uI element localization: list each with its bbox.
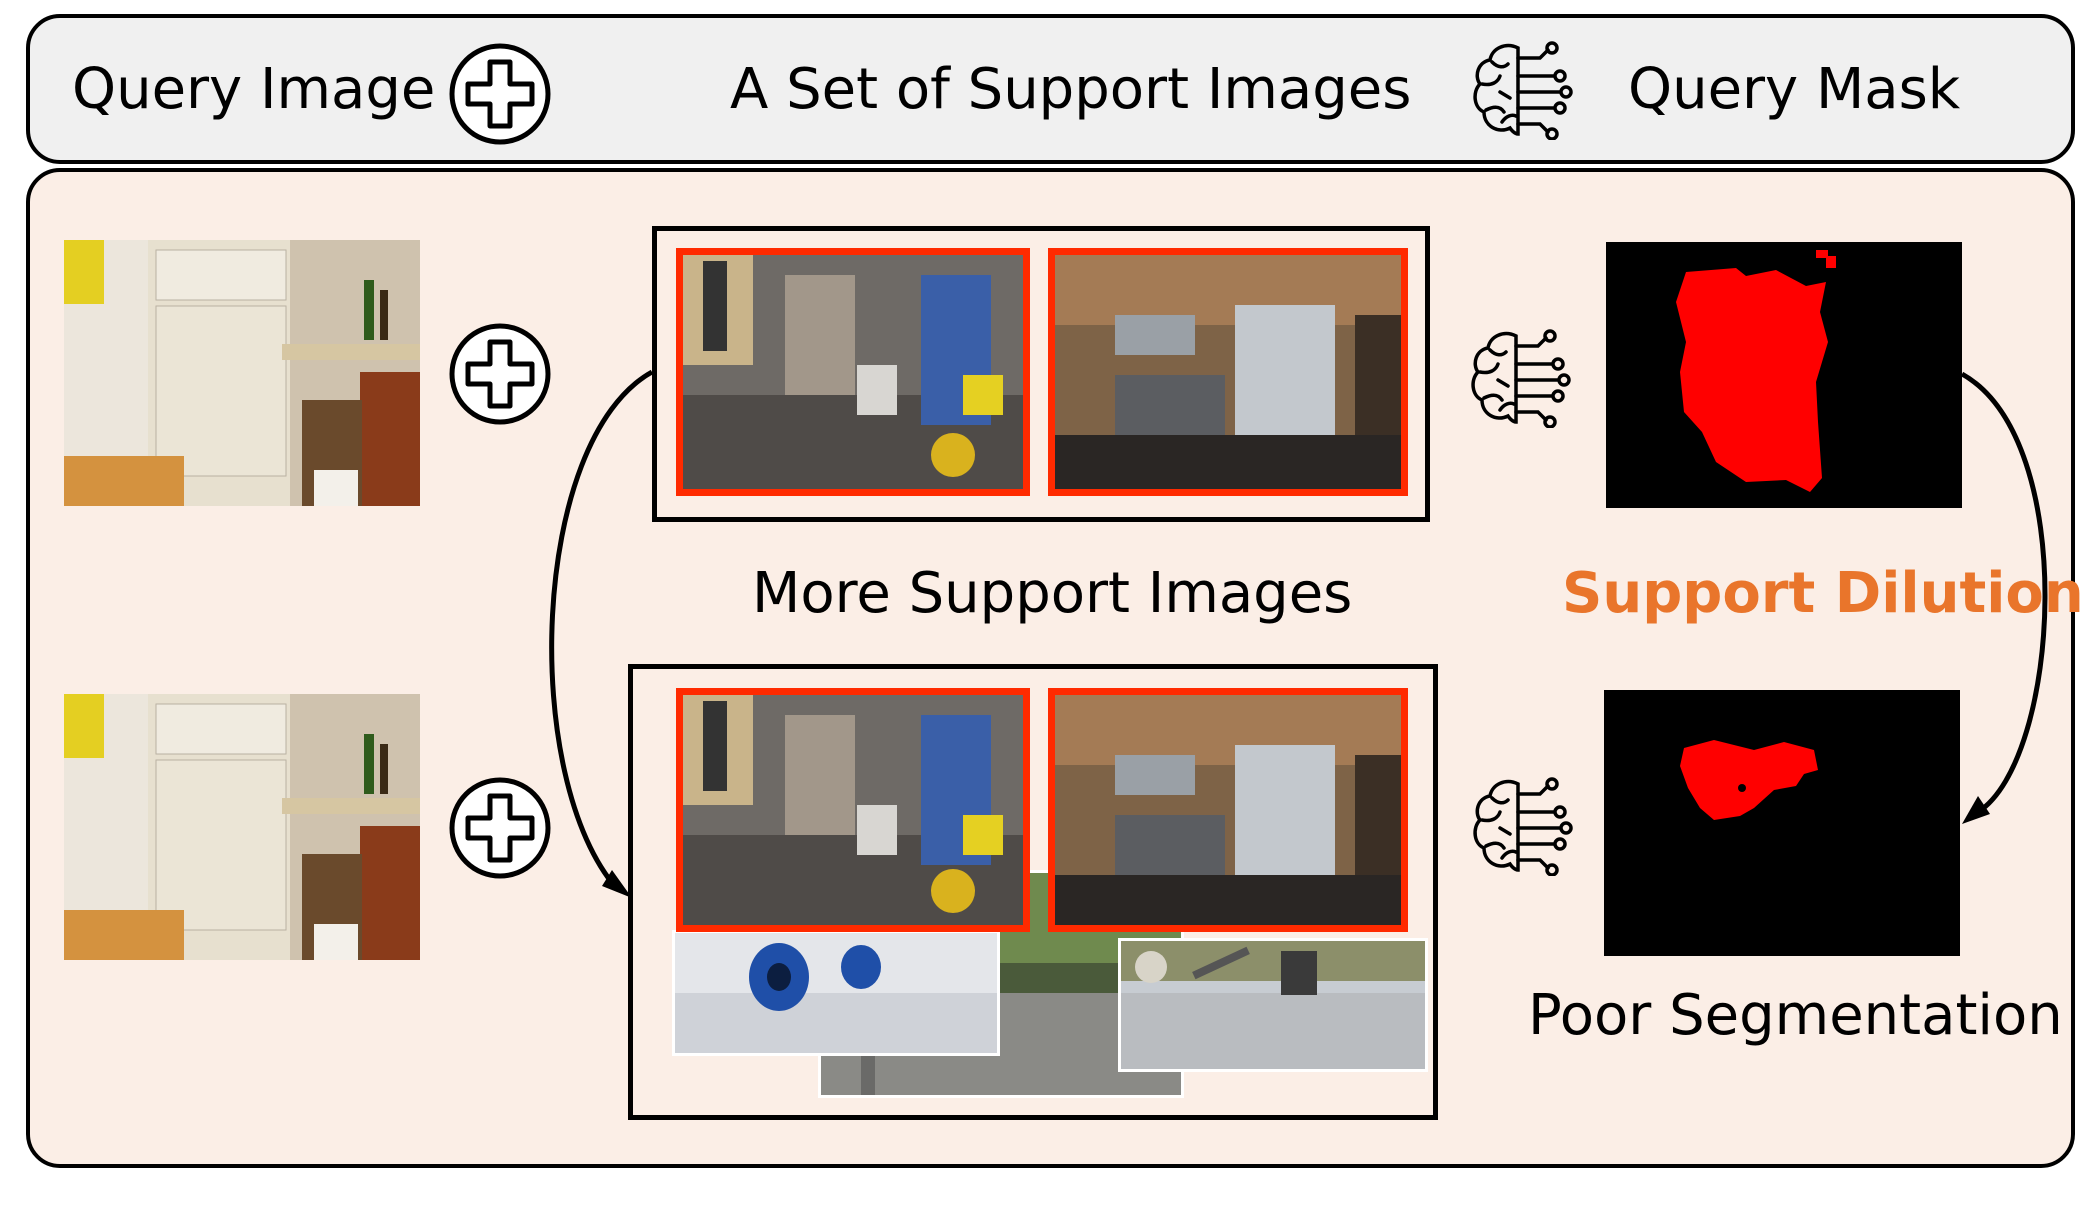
- pipeline-header: [26, 14, 2075, 164]
- support-image-extra: [672, 930, 1000, 1056]
- brain-circuit-icon: [1470, 776, 1580, 876]
- support-image-highlighted: [676, 248, 1030, 496]
- plus-circle-icon: [448, 42, 552, 146]
- query-image-photo: [64, 694, 420, 960]
- query-image-label: Query Image: [72, 57, 436, 122]
- support-image-highlighted: [1048, 688, 1408, 932]
- support-set-label: A Set of Support Images: [730, 57, 1412, 122]
- support-image-highlighted: [676, 688, 1030, 932]
- plus-circle-icon: [448, 322, 552, 426]
- query-mask-label: Query Mask: [1628, 57, 1961, 122]
- query-mask-poor: [1604, 690, 1960, 956]
- query-mask-good: [1606, 242, 1962, 508]
- query-image-photo: [64, 240, 420, 506]
- more-support-label: More Support Images: [752, 561, 1353, 626]
- support-image-highlighted: [1048, 248, 1408, 496]
- support-dilution-label: Support Dilution: [1562, 561, 2084, 626]
- brain-circuit-icon: [1468, 328, 1578, 428]
- poor-segmentation-label: Poor Segmentation: [1528, 983, 2063, 1048]
- plus-circle-icon: [448, 776, 552, 880]
- support-image-extra: [1118, 938, 1428, 1072]
- brain-circuit-icon: [1470, 40, 1580, 140]
